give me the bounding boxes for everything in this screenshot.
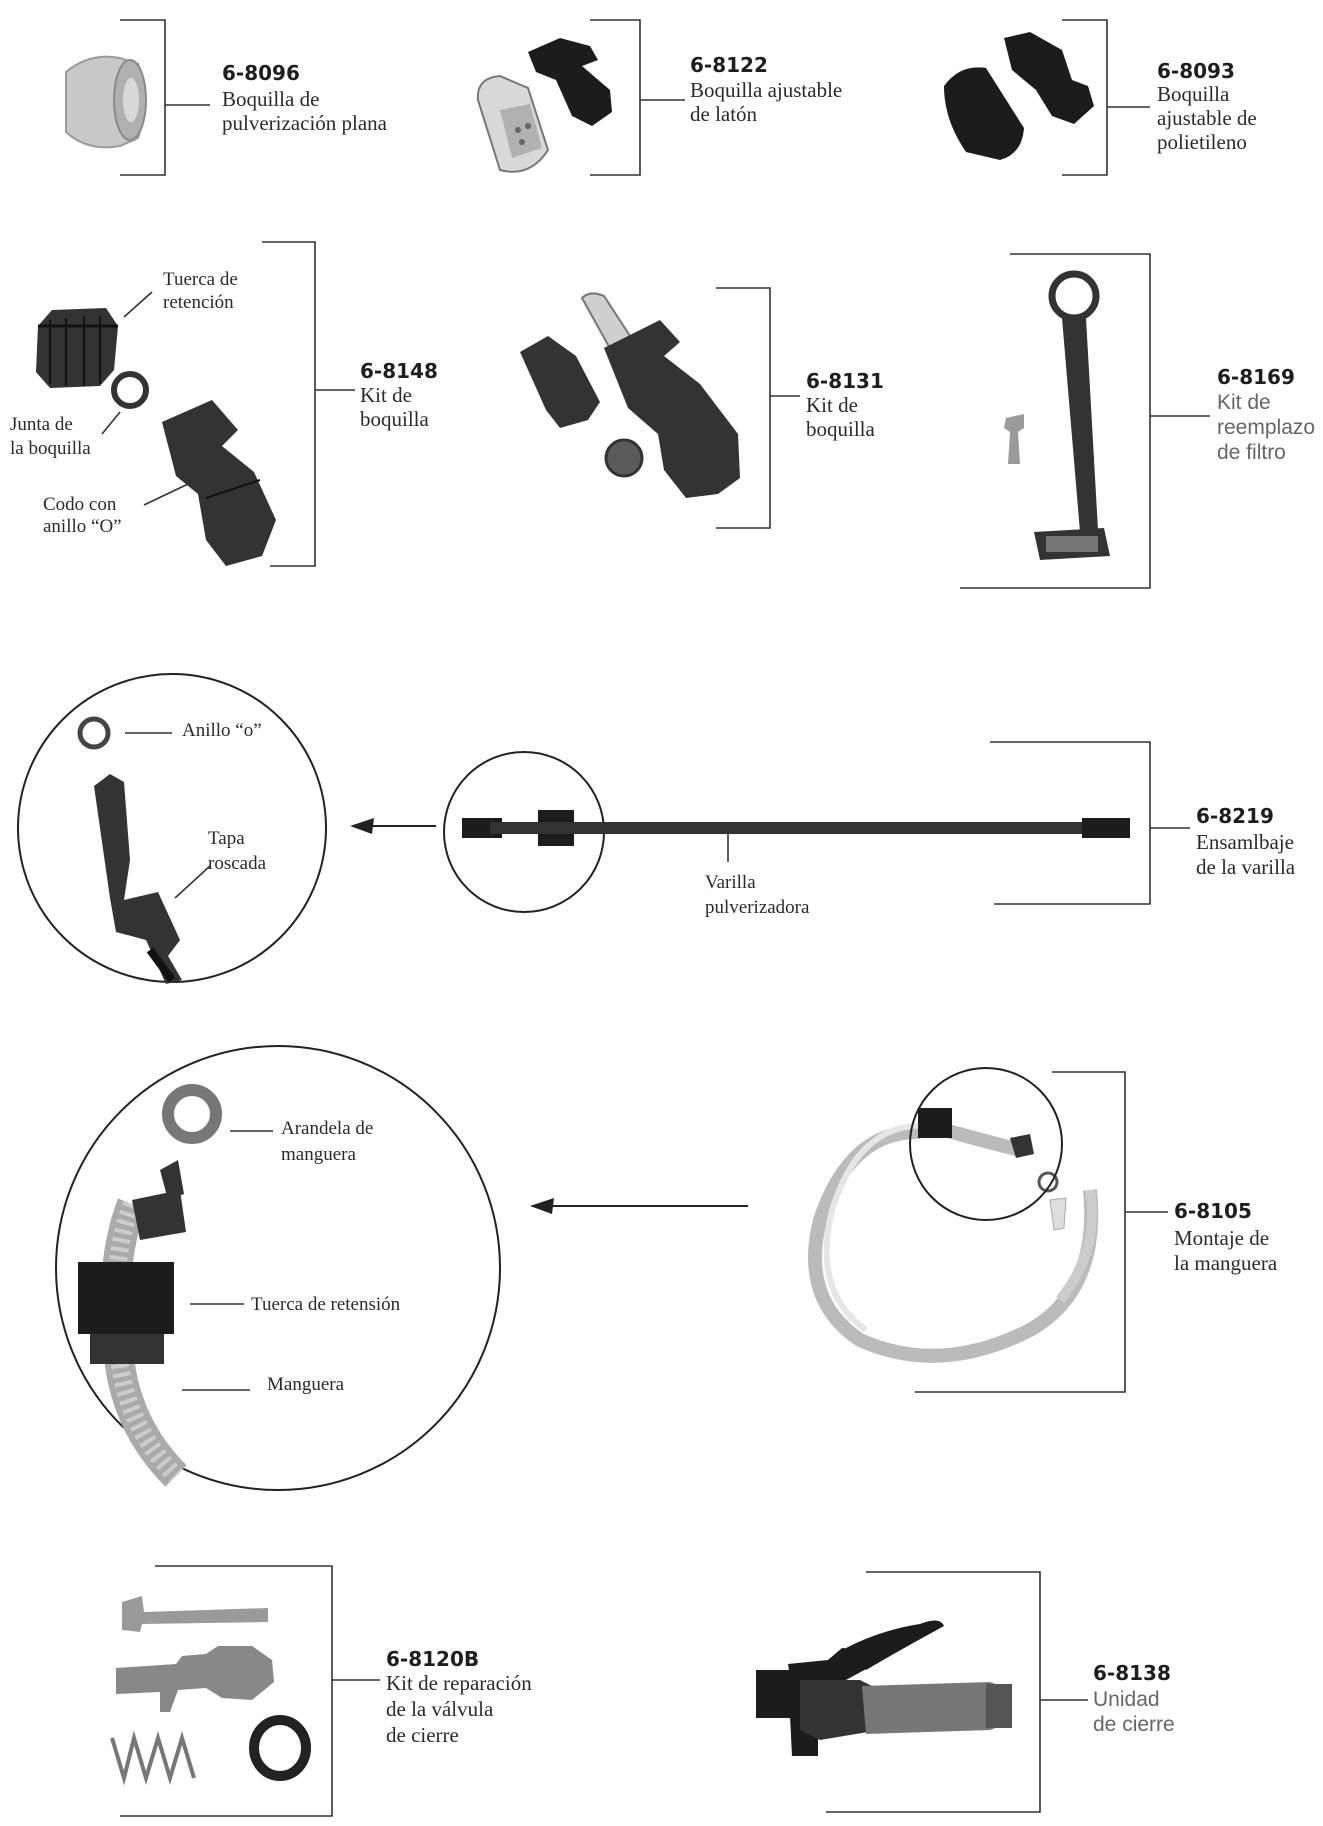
part-desc-8093-l1: Boquilla bbox=[1157, 82, 1230, 106]
part-number-8148: 6-8148 bbox=[360, 359, 438, 383]
shut-off-unit-image bbox=[756, 1620, 1012, 1756]
bracket-8138 bbox=[826, 1571, 1041, 1813]
label-tapa-roscada-l2: roscada bbox=[208, 853, 267, 874]
part-desc-8138-l1: Unidad bbox=[1093, 1688, 1160, 1711]
part-desc-8122-l1: Boquilla ajustable bbox=[690, 78, 842, 102]
part-desc-8122-l2: de latón bbox=[690, 102, 758, 126]
bracket-8169 bbox=[960, 253, 1151, 589]
arrow-wand-head bbox=[350, 818, 374, 834]
part-desc-8105-l1: Montaje de bbox=[1174, 1226, 1269, 1250]
part-desc-8093-l3: polietileno bbox=[1157, 130, 1247, 154]
label-varilla-l2: pulverizadora bbox=[705, 897, 810, 918]
hose-zoom-circle bbox=[909, 1067, 1063, 1221]
part-desc-8120B-l2: de la válvula bbox=[386, 1697, 494, 1721]
label-junta-boquilla-l1: Junta de bbox=[10, 414, 73, 435]
polyethylene-nozzle-image bbox=[944, 32, 1094, 160]
hose-detail-image bbox=[78, 1084, 222, 1487]
label-manguera: Manguera bbox=[267, 1374, 345, 1395]
part-desc-8169-l3: de filtro bbox=[1217, 441, 1286, 464]
part-number-8093: 6-8093 bbox=[1157, 59, 1235, 83]
label-codo-anillo-l2: anillo “O” bbox=[43, 516, 122, 537]
part-desc-8169-l2: reemplazo bbox=[1217, 416, 1315, 439]
brass-nozzle-image bbox=[476, 38, 612, 173]
label-varilla-l1: Varilla bbox=[705, 872, 756, 893]
bracket-8131 bbox=[716, 287, 771, 529]
label-junta-boquilla-l2: la boquilla bbox=[10, 438, 91, 459]
leader-junta bbox=[101, 411, 121, 435]
arrow-hose-head bbox=[530, 1198, 554, 1214]
label-anillo-o: Anillo “o” bbox=[182, 720, 262, 741]
part-desc-8138-l2: de cierre bbox=[1093, 1713, 1175, 1736]
part-number-8169: 6-8169 bbox=[1217, 365, 1295, 389]
bracket-8122 bbox=[590, 19, 641, 176]
label-codo-anillo-l1: Codo con bbox=[43, 494, 117, 515]
label-tapa-roscada-l1: Tapa bbox=[208, 828, 245, 849]
filter-wand-image bbox=[1004, 270, 1110, 560]
part-desc-8131-l2: boquilla bbox=[806, 417, 876, 441]
valve-repair-kit-image bbox=[110, 1596, 311, 1786]
part-desc-8120B-l3: de cierre bbox=[386, 1723, 459, 1747]
hose-assembly-image bbox=[808, 1108, 1099, 1363]
label-tuerca-retension: Tuerca de retensión bbox=[251, 1294, 401, 1315]
spray-wand-image bbox=[462, 810, 1130, 846]
part-number-8219: 6-8219 bbox=[1196, 804, 1274, 828]
wand-detail-image bbox=[77, 716, 182, 984]
bracket-8148 bbox=[262, 241, 316, 567]
bracket-8219 bbox=[990, 741, 1151, 905]
part-desc-8093-l2: ajustable de bbox=[1157, 106, 1257, 130]
part-number-8138: 6-8138 bbox=[1093, 1661, 1171, 1685]
bracket-8105 bbox=[915, 1071, 1126, 1393]
part-desc-8096-l1: Boquilla de bbox=[222, 87, 319, 111]
part-desc-8169-l1: Kit de bbox=[1217, 391, 1271, 414]
flat-spray-nozzle-image bbox=[65, 55, 147, 149]
part-desc-8105-l2: la manguera bbox=[1174, 1251, 1278, 1275]
hose-detail-circle bbox=[55, 1045, 501, 1491]
part-desc-8219-l2: de la varilla bbox=[1196, 855, 1296, 879]
label-tuerca-retencion-l1: Tuerca de bbox=[163, 269, 238, 290]
leader-tuerca bbox=[123, 291, 153, 318]
part-desc-8096-l2: pulverización plana bbox=[222, 111, 388, 135]
part-desc-8148-l1: Kit de bbox=[360, 383, 412, 407]
part-number-8105: 6-8105 bbox=[1174, 1199, 1252, 1223]
part-desc-8148-l2: boquilla bbox=[360, 407, 430, 431]
bracket-8096 bbox=[120, 19, 166, 176]
part-number-8096: 6-8096 bbox=[222, 61, 300, 85]
leader-codo bbox=[143, 483, 189, 506]
leader-tapa bbox=[174, 865, 211, 899]
part-desc-8131-l1: Kit de bbox=[806, 393, 858, 417]
part-desc-8219-l1: Ensamlbaje bbox=[1196, 830, 1294, 854]
nozzle-kit-assembled-image bbox=[520, 292, 740, 498]
bracket-8093 bbox=[1062, 19, 1108, 176]
label-tuerca-retencion-l2: retención bbox=[163, 292, 234, 313]
label-arandela-l2: manguera bbox=[281, 1144, 356, 1165]
nozzle-kit-exploded-image bbox=[36, 308, 276, 566]
part-number-8120B: 6-8120B bbox=[386, 1647, 479, 1671]
bracket-8120B bbox=[120, 1565, 333, 1817]
part-desc-8120B-l1: Kit de reparación bbox=[386, 1671, 532, 1695]
label-arandela-l1: Arandela de bbox=[281, 1118, 373, 1139]
part-number-8122: 6-8122 bbox=[690, 53, 768, 77]
part-number-8131: 6-8131 bbox=[806, 369, 884, 393]
